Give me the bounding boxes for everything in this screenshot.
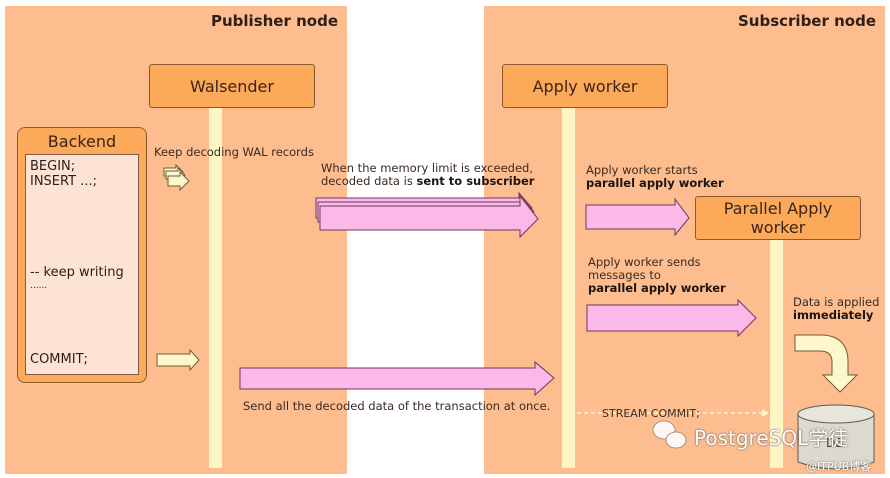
starts-parallel-note: Apply worker starts parallel apply worke…: [586, 164, 724, 190]
wechat-watermark-icon: [652, 420, 687, 449]
database-label: DB: [826, 436, 844, 450]
commit-arrow-icon: [156, 348, 200, 372]
data-applied-line2: immediately: [793, 309, 879, 322]
memory-limit-note: When the memory limit is exceeded, decod…: [321, 162, 534, 188]
memory-limit-line2-text: decoded data is: [321, 174, 417, 188]
apply-worker-lifeline: [562, 107, 575, 468]
code-line-begin: BEGIN;: [30, 159, 76, 174]
send-messages-arrow-icon: [586, 298, 757, 338]
stream-chunks-arrow-icon: [315, 191, 539, 239]
apply-worker-box: Apply worker: [502, 64, 668, 108]
data-applied-note: Data is applied immediately: [793, 296, 879, 322]
sends-messages-line3-bold: parallel apply worker: [588, 281, 726, 295]
code-line-commit: COMMIT;: [30, 352, 88, 367]
walsender-box: Walsender: [149, 64, 315, 108]
apply-worker-label: Apply worker: [532, 76, 638, 96]
watermark-subtext: @ITPUB博客: [806, 460, 872, 473]
stream-commit-arrowhead-icon: [762, 409, 769, 417]
walsender-label: Walsender: [190, 76, 274, 96]
sends-messages-line1: Apply worker sends: [588, 255, 701, 269]
start-parallel-arrow-icon: [585, 197, 690, 237]
code-line-ellipsis: ......: [30, 281, 48, 291]
backend-title: Backend: [47, 132, 117, 151]
starts-parallel-line1: Apply worker starts: [586, 163, 698, 177]
apply-curved-arrow-icon: [794, 334, 859, 393]
data-applied-line2-bold: immediately: [793, 308, 874, 322]
stream-commit-note: STREAM COMMIT;: [602, 407, 700, 420]
memory-limit-line1: When the memory limit is exceeded,: [321, 161, 533, 175]
parallel-apply-worker-label-line1: Parallel Apply: [723, 199, 833, 218]
parallel-apply-worker-label-line2: worker: [750, 218, 806, 237]
sends-messages-note: Apply worker sends messages to parallel …: [588, 256, 726, 295]
send-all-arrow-icon: [239, 360, 555, 397]
backend-code-area: BEGIN; INSERT ...; -- keep writing .....…: [25, 154, 139, 375]
parallel-apply-worker-box: Parallel Apply worker: [695, 196, 861, 240]
subscriber-node-title: Subscriber node: [737, 12, 876, 30]
starts-parallel-line2: parallel apply worker: [586, 177, 724, 190]
decoding-stack-arrow-icon: [163, 163, 190, 192]
parallel-apply-worker-lifeline: [770, 240, 783, 468]
data-applied-line1: Data is applied: [793, 295, 880, 309]
code-line-keep-writing: -- keep writing: [30, 265, 124, 280]
memory-limit-line2-bold: sent to subscriber: [416, 174, 535, 188]
backend-box: Backend BEGIN; INSERT ...; -- keep writi…: [17, 127, 147, 383]
publisher-node-title: Publisher node: [211, 12, 338, 30]
database-cylinder-icon: [797, 404, 875, 470]
code-line-insert: INSERT ...;: [30, 174, 97, 189]
watermark-text: PostgreSQL学徒: [694, 426, 849, 450]
starts-parallel-line2-bold: parallel apply worker: [586, 176, 724, 190]
memory-limit-line2: decoded data is sent to subscriber: [321, 175, 534, 188]
sends-messages-line2: messages to: [588, 268, 661, 282]
keep-decoding-note: Keep decoding WAL records: [154, 145, 314, 159]
sends-messages-line3: parallel apply worker: [588, 282, 726, 295]
send-all-note: Send all the decoded data of the transac…: [243, 399, 551, 413]
walsender-lifeline: [209, 107, 222, 468]
